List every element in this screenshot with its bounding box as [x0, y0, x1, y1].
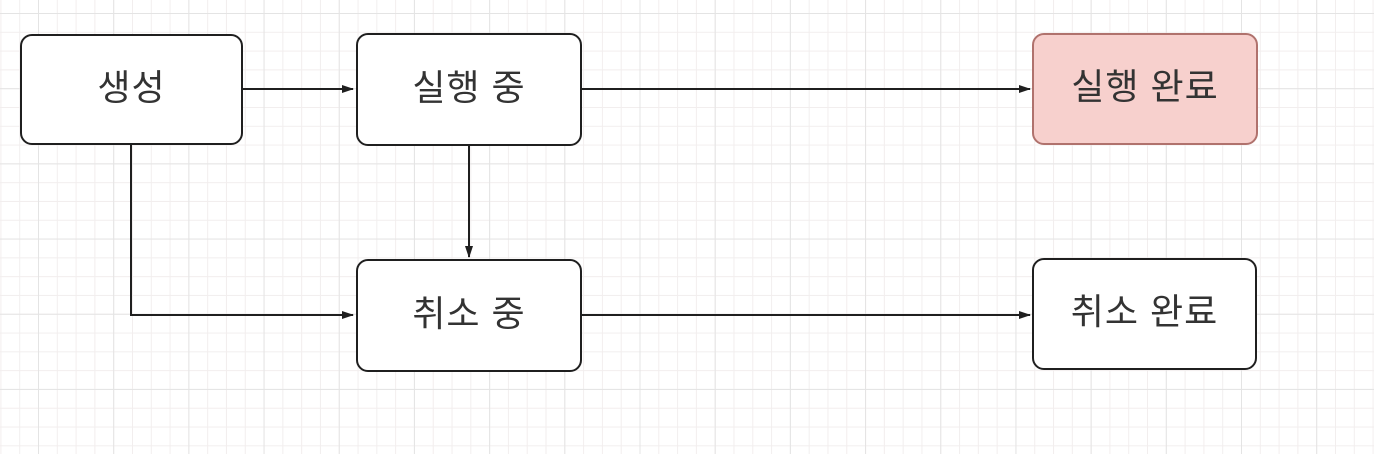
node-execution-complete-label: 실행 완료 — [1071, 66, 1219, 107]
node-cancelling[interactable]: 취소 중 — [356, 259, 582, 372]
node-execution-complete[interactable]: 실행 완료 — [1032, 33, 1258, 145]
node-cancellation-complete[interactable]: 취소 완료 — [1032, 258, 1257, 370]
node-running[interactable]: 실행 중 — [356, 33, 582, 146]
node-created[interactable]: 생성 — [20, 34, 243, 145]
node-running-label: 실행 중 — [412, 66, 526, 108]
edge-created-to-cancelling[interactable] — [130, 145, 354, 319]
node-cancelling-label: 취소 중 — [412, 292, 526, 334]
node-cancellation-complete-label: 취소 완료 — [1070, 291, 1219, 332]
node-created-label: 생성 — [97, 66, 166, 108]
